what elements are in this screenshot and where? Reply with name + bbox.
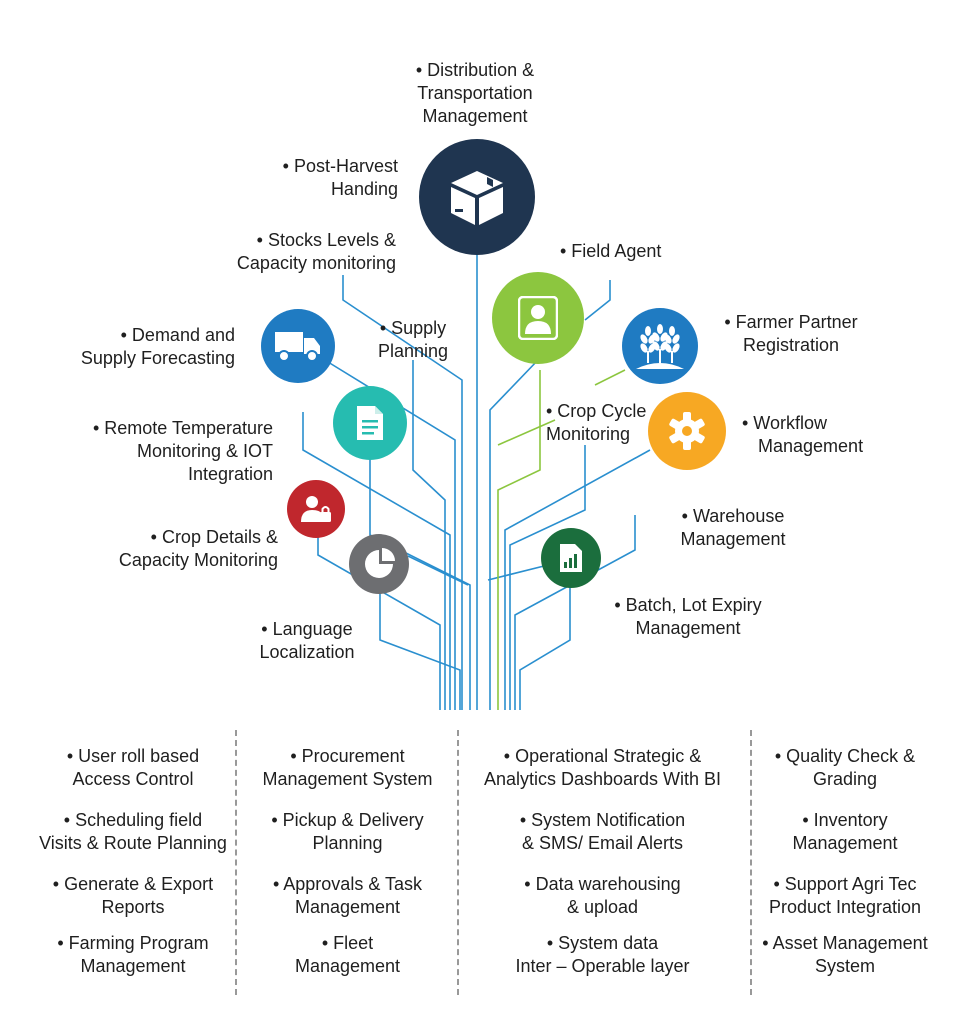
- line-green-field: [497, 370, 541, 710]
- pie-chart-icon: [365, 548, 395, 578]
- language-node: [349, 534, 409, 594]
- divider-2: [457, 730, 459, 995]
- stocks-label: • Stocks Levels &Capacity monitoring: [236, 230, 396, 273]
- line-green-crop: [497, 419, 556, 446]
- user-lock-icon: [301, 496, 331, 522]
- distribution-node: [419, 139, 535, 255]
- crop-details-label: • Crop Details &Capacity Monitoring: [118, 527, 278, 570]
- line-language: [379, 592, 461, 710]
- field-agent-node: [492, 272, 584, 364]
- divider-1: [235, 730, 237, 995]
- line-remote-temp-2: [369, 452, 471, 710]
- wheat-icon: [636, 324, 684, 369]
- line-batch-2: [487, 564, 549, 581]
- line-language-2: [407, 555, 469, 586]
- line-field-agent: [489, 359, 539, 710]
- feature-item: • Operational Strategic &Analytics Dashb…: [483, 746, 722, 789]
- feature-column-3: • Operational Strategic &Analytics Dashb…: [465, 730, 740, 995]
- person-icon: [518, 296, 558, 340]
- demand-node: [261, 309, 335, 383]
- crop-details-node: [287, 480, 345, 538]
- feature-item: • Quality Check &Grading: [774, 746, 916, 789]
- truck-icon: [275, 332, 320, 362]
- divider-3: [750, 730, 752, 995]
- feature-item: • Data warehousing& upload: [524, 874, 681, 917]
- gear-icon: [669, 412, 705, 450]
- batch-node: [541, 528, 601, 588]
- field-agent-label: • Field Agent: [560, 241, 662, 261]
- report-chart-icon: [560, 544, 582, 572]
- line-batch: [519, 585, 571, 710]
- document-icon: [357, 406, 383, 440]
- line-field-agent-right: [584, 280, 611, 321]
- box-icon: [451, 171, 503, 225]
- farmer-node: [622, 308, 698, 384]
- remote-temp-node: [333, 386, 407, 460]
- line-green-farmer: [594, 369, 626, 386]
- feature-item: • System Notification& SMS/ Email Alerts: [519, 810, 686, 853]
- line-crop-cycle: [509, 445, 586, 710]
- workflow-node: [648, 392, 726, 470]
- line-stocks: [342, 275, 463, 710]
- line-remote-temp: [302, 412, 451, 710]
- line-workflow: [504, 449, 651, 710]
